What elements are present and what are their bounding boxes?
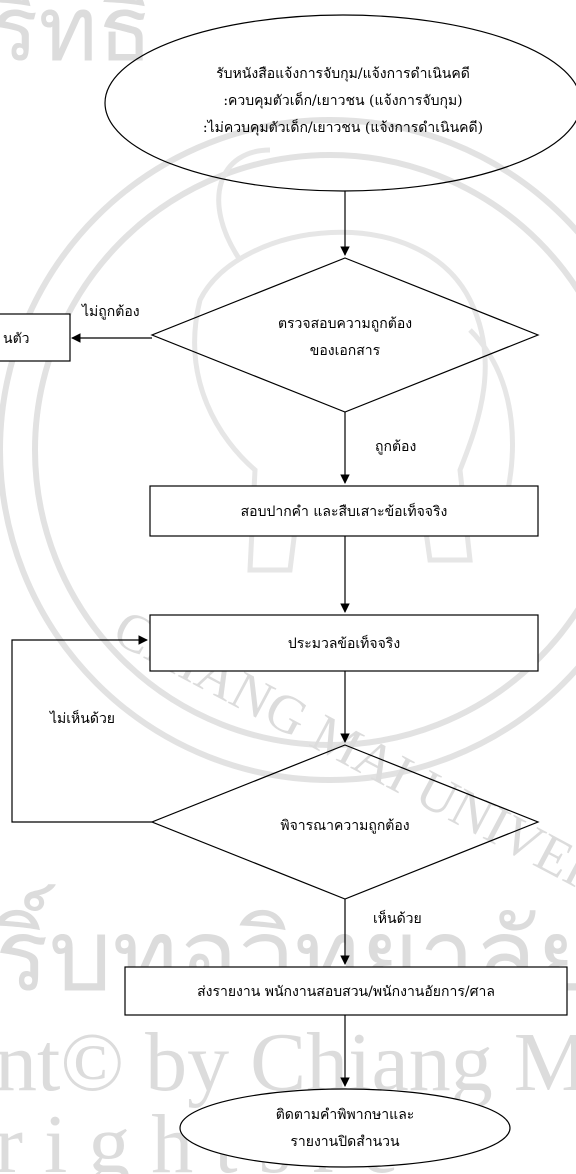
- edge-label-agree: เห็นด้วย: [373, 909, 422, 927]
- start-line-3: :ไม่ควบคุมตัวเด็ก/เยาวชน (แจ้งการดำเนินค…: [203, 118, 483, 136]
- consider-label: พิจารณาความถูกต้อง: [280, 818, 409, 834]
- start-node: รับหนังสือแจ้งการจับกุม/แจ้งการดำเนินคดี…: [104, 14, 576, 192]
- edge-label-incorrect: ไม่ถูกต้อง: [81, 303, 140, 320]
- check-docs-line-1: ตรวจสอบความถูกต้อง: [278, 316, 412, 332]
- interview-label: สอบปากคำ และสืบเสาะข้อเท็จจริง: [241, 502, 448, 520]
- watermark-seal-outer-ring: [0, 117, 576, 783]
- end-node: ติดตามคำพิพากษาและ รายงานปิดสำนวน: [179, 1088, 511, 1168]
- end-line-1: ติดตามคำพิพากษาและ: [276, 1107, 415, 1123]
- start-ellipse: [104, 14, 576, 192]
- compile-box: [149, 614, 539, 672]
- edge-label-correct: ถูกต้อง: [375, 439, 416, 455]
- check-docs-diamond: [150, 257, 540, 413]
- interview-box: [149, 485, 539, 537]
- interview-node: สอบปากคำ และสืบเสาะข้อเท็จจริง: [149, 485, 539, 537]
- watermark-top-text: ริ์ทธิ์: [0, 0, 160, 82]
- start-line-2: :ควบคุมตัวเด็ก/เยาวชน (แจ้งการจับกุม): [223, 91, 462, 109]
- send-report-box: [124, 966, 568, 1016]
- edge-label-disagree: ไม่เห็นด้วย: [49, 709, 115, 727]
- start-line-1: รับหนังสือแจ้งการจับกุม/แจ้งการดำเนินคดี: [216, 66, 470, 82]
- return-node: นตัว: [0, 313, 71, 362]
- check-docs-line-2: ของเอกสาร: [310, 343, 381, 359]
- check-docs-decision: ตรวจสอบความถูกต้อง ของเอกสาร: [150, 257, 540, 413]
- watermark-seal-inner-ring: [32, 152, 576, 748]
- return-box-label: นตัว: [3, 331, 30, 347]
- compile-node: ประมวลข้อเท็จจริง: [149, 614, 539, 672]
- end-ellipse: [179, 1088, 511, 1168]
- compile-label: ประมวลข้อเท็จจริง: [288, 634, 400, 652]
- edge-consider-back-to-compile: [11, 635, 152, 823]
- send-report-label: ส่งรายงาน พนักงานสอบสวน/พนักงานอัยการ/ศา…: [197, 984, 495, 1000]
- consider-decision: พิจารณาความถูกต้อง: [150, 744, 540, 900]
- end-line-2: รายงานปิดสำนวน: [290, 1134, 400, 1150]
- send-report-node: ส่งรายงาน พนักงานสอบสวน/พนักงานอัยการ/ศา…: [124, 966, 568, 1016]
- return-box: [0, 313, 71, 362]
